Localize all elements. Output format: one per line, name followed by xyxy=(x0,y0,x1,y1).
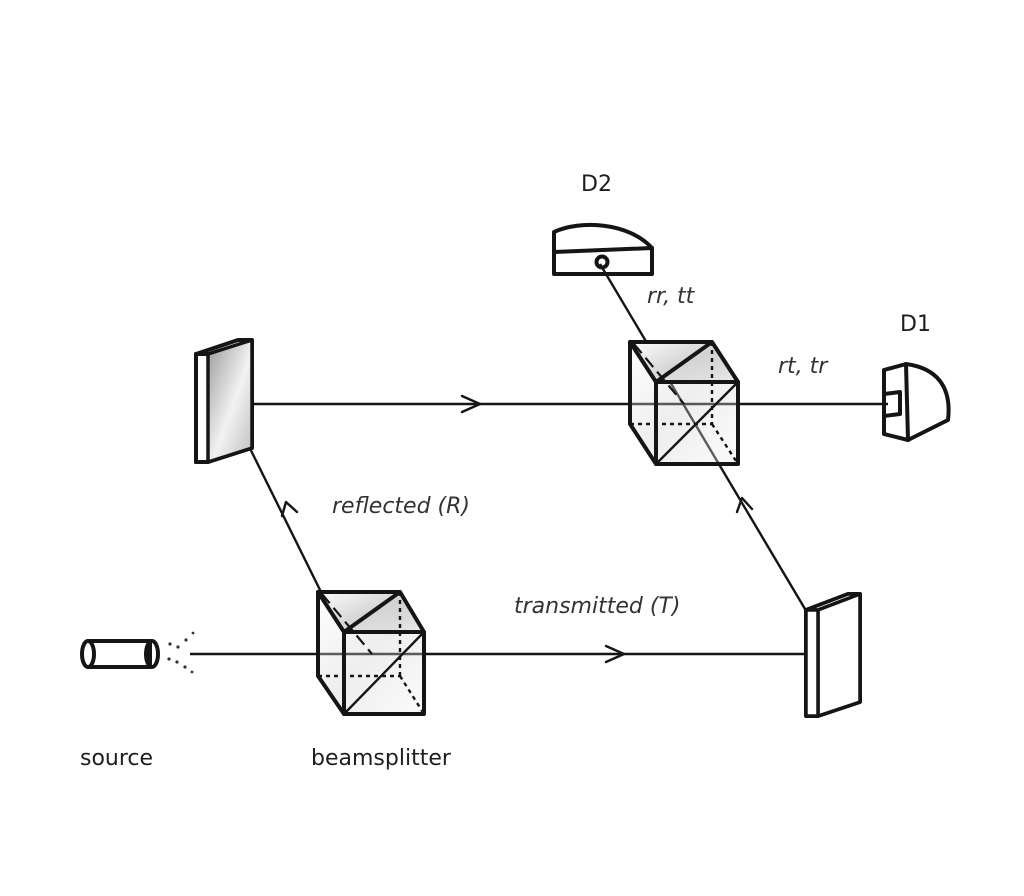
direction-arrows xyxy=(280,394,754,664)
source-laser xyxy=(80,631,195,674)
label-reflected: reflected (R) xyxy=(332,494,470,519)
source-emission-dots xyxy=(167,631,195,674)
label-rr-tt: rr, tt xyxy=(647,284,695,309)
label-d2: D2 xyxy=(581,172,612,197)
label-source: source xyxy=(80,746,154,771)
arrow-right-arm xyxy=(735,496,754,514)
mirror-lower-right xyxy=(804,592,862,718)
arrow-reflected xyxy=(280,500,299,518)
label-transmitted: transmitted (T) xyxy=(514,594,681,619)
detector-d2-aperture-icon xyxy=(594,254,610,270)
detector-d1 xyxy=(882,362,951,442)
mirror-upper-left xyxy=(194,338,254,464)
arrow-top-arm xyxy=(460,394,482,414)
beamsplitter-cube-output xyxy=(628,340,740,466)
beamsplitter-cube-input xyxy=(316,590,426,716)
label-rt-tr: rt, tr xyxy=(778,354,828,379)
arrow-transmitted xyxy=(604,644,626,664)
label-d1: D1 xyxy=(900,312,931,337)
detector-d2 xyxy=(552,222,654,276)
label-beamsplitter: beamsplitter xyxy=(311,746,451,771)
